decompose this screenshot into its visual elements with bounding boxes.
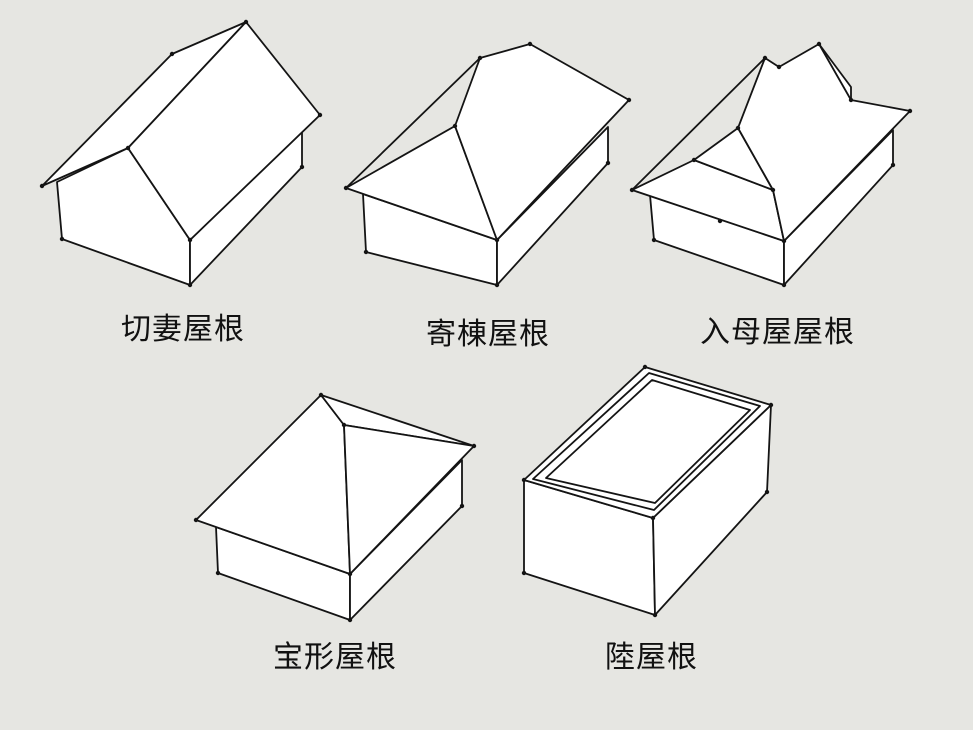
pyramid-roof-label: 宝形屋根 xyxy=(273,640,397,675)
gable-roof-label: 切妻屋根 xyxy=(121,312,245,347)
flat-roof-label: 陸屋根 xyxy=(605,640,698,675)
hip-and-gable-roof-label: 入母屋屋根 xyxy=(700,315,855,350)
hip-roof-label: 寄棟屋根 xyxy=(426,317,550,352)
